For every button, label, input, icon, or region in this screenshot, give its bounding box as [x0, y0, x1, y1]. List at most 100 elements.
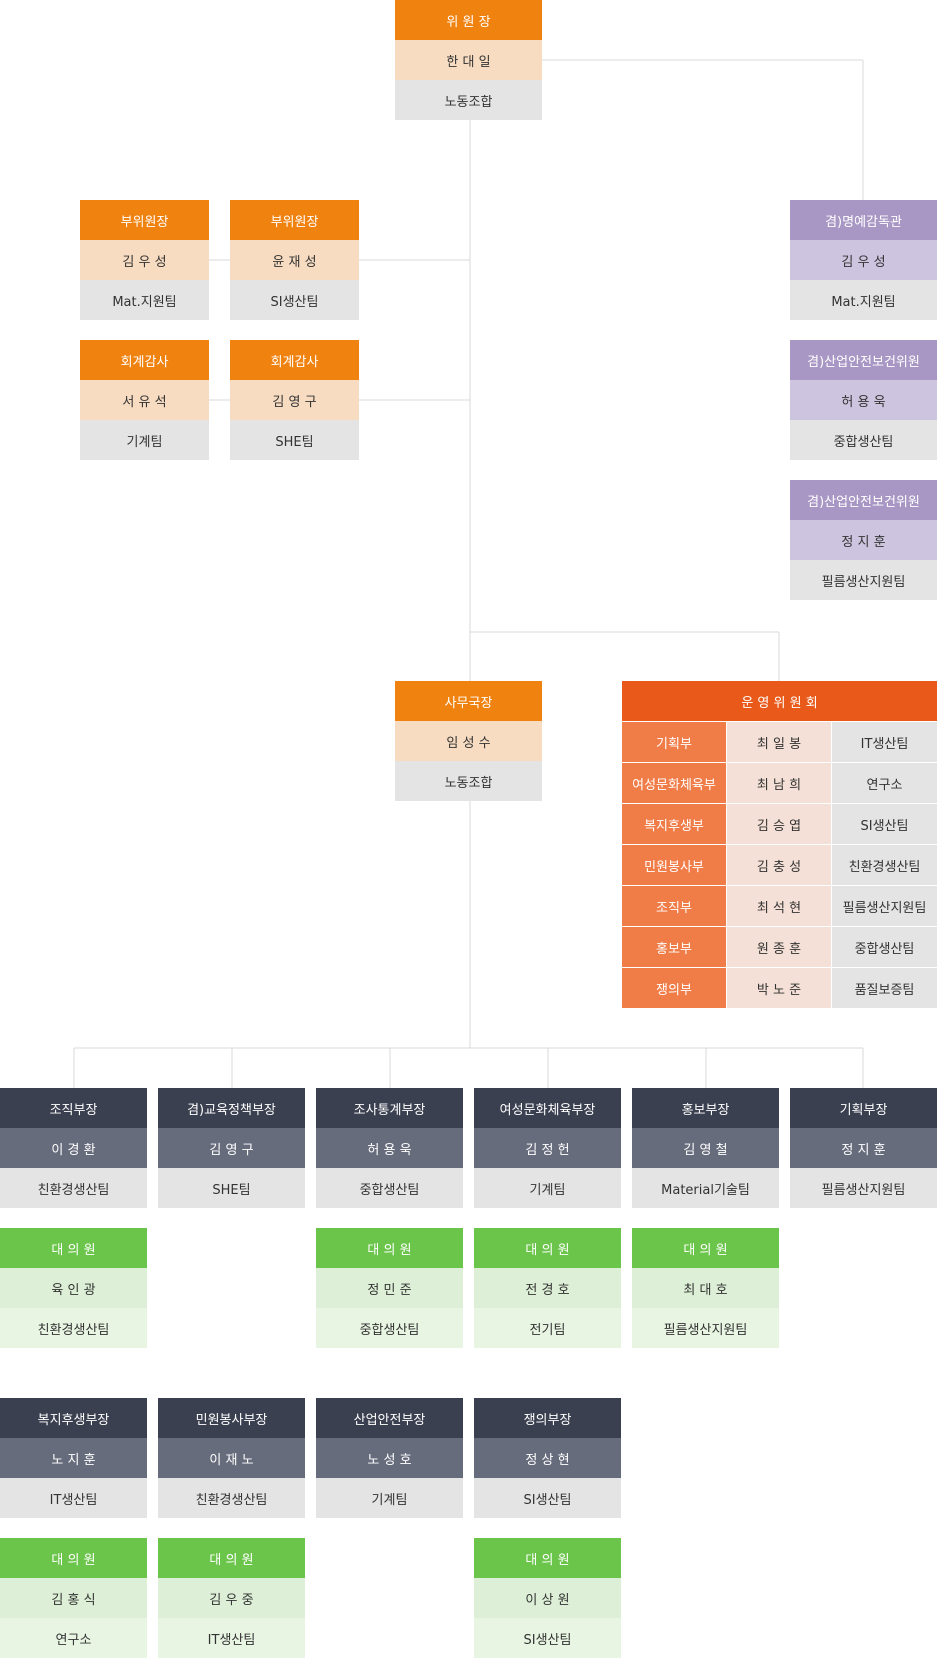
department-head-team: 기계팀: [316, 1478, 463, 1518]
delegate-name: 정 민 준: [316, 1268, 463, 1308]
vice-chair-team: Mat.지원팀: [80, 280, 209, 320]
department-head-team: SI생산팀: [474, 1478, 621, 1518]
vice-chair-team: SI생산팀: [230, 280, 359, 320]
committee-row: 쟁의부 박 노 준 품질보증팀: [622, 968, 937, 1008]
department-head-team: 필름생산지원팀: [790, 1168, 937, 1208]
delegate-name: 전 경 호: [474, 1268, 621, 1308]
delegate-title: 대 의 원: [0, 1538, 147, 1578]
department-head-name: 김 영 구: [158, 1128, 305, 1168]
delegate-team: 중합생산팀: [316, 1308, 463, 1348]
delegate-title: 대 의 원: [632, 1228, 779, 1268]
department-head-card: 민원봉사부장 이 재 노 친환경생산팀: [158, 1398, 305, 1518]
vice-chair-name: 윤 재 성: [230, 240, 359, 280]
department-head-title: 산업안전부장: [316, 1398, 463, 1438]
department-head-card: 겸)교육정책부장 김 영 구 SHE팀: [158, 1088, 305, 1208]
advisor-card: 겸)명예감독관 김 우 성 Mat.지원팀: [790, 200, 937, 320]
chairman-team: 노동조합: [395, 80, 542, 120]
auditor-team: 기계팀: [80, 420, 209, 460]
department-head-title: 민원봉사부장: [158, 1398, 305, 1438]
delegate-title: 대 의 원: [158, 1538, 305, 1578]
committee-row: 기획부 최 일 봉 IT생산팀: [622, 722, 937, 762]
committee-member-team: 필름생산지원팀: [832, 886, 937, 926]
committee-member-name: 김 승 엽: [727, 804, 831, 844]
committee-dept: 홍보부: [622, 927, 726, 967]
vice-chair-card: 부위원장 김 우 성 Mat.지원팀: [80, 200, 209, 320]
committee-dept: 민원봉사부: [622, 845, 726, 885]
department-head-name: 김 영 철: [632, 1128, 779, 1168]
department-head-team: 중합생산팀: [316, 1168, 463, 1208]
committee-member-team: 품질보증팀: [832, 968, 937, 1008]
delegate-title: 대 의 원: [474, 1538, 621, 1578]
secretary-general-team: 노동조합: [395, 761, 542, 801]
committee-member-name: 최 석 현: [727, 886, 831, 926]
delegate-team: 연구소: [0, 1618, 147, 1658]
department-head-team: 친환경생산팀: [0, 1168, 147, 1208]
delegate-card: 대 의 원 김 우 중 IT생산팀: [158, 1538, 305, 1658]
auditor-name: 김 영 구: [230, 380, 359, 420]
committee-row: 복지후생부 김 승 엽 SI생산팀: [622, 804, 937, 844]
vice-chair-name: 김 우 성: [80, 240, 209, 280]
advisor-name: 정 지 훈: [790, 520, 937, 560]
delegate-team: 전기팀: [474, 1308, 621, 1348]
advisor-name: 김 우 성: [790, 240, 937, 280]
advisor-name: 허 용 욱: [790, 380, 937, 420]
committee-row: 홍보부 원 종 훈 중합생산팀: [622, 927, 937, 967]
committee-dept: 조직부: [622, 886, 726, 926]
chairman-name: 한 대 일: [395, 40, 542, 80]
department-head-team: Material기술팀: [632, 1168, 779, 1208]
department-head-title: 복지후생부장: [0, 1398, 147, 1438]
operating-committee-table: 운 영 위 원 회 기획부 최 일 봉 IT생산팀 여성문화체육부 최 남 희 …: [622, 681, 937, 1008]
delegate-name: 육 인 광: [0, 1268, 147, 1308]
committee-member-team: 연구소: [832, 763, 937, 803]
department-head-title: 홍보부장: [632, 1088, 779, 1128]
committee-member-name: 최 남 희: [727, 763, 831, 803]
auditor-card: 회계감사 김 영 구 SHE팀: [230, 340, 359, 460]
vice-chair-title: 부위원장: [230, 200, 359, 240]
delegate-name: 이 상 원: [474, 1578, 621, 1618]
auditor-title: 회계감사: [230, 340, 359, 380]
chairman-title: 위 원 장: [395, 0, 542, 40]
department-head-team: IT생산팀: [0, 1478, 147, 1518]
delegate-title: 대 의 원: [474, 1228, 621, 1268]
delegate-name: 김 홍 식: [0, 1578, 147, 1618]
auditor-title: 회계감사: [80, 340, 209, 380]
committee-member-name: 박 노 준: [727, 968, 831, 1008]
delegate-card: 대 의 원 전 경 호 전기팀: [474, 1228, 621, 1348]
committee-member-name: 원 종 훈: [727, 927, 831, 967]
department-head-name: 노 지 훈: [0, 1438, 147, 1478]
department-head-title: 조사통계부장: [316, 1088, 463, 1128]
committee-member-name: 최 일 봉: [727, 722, 831, 762]
department-head-card: 기획부장 정 지 훈 필름생산지원팀: [790, 1088, 937, 1208]
committee-member-team: 친환경생산팀: [832, 845, 937, 885]
advisor-card: 겸)산업안전보건위원 허 용 욱 중합생산팀: [790, 340, 937, 460]
committee-row: 여성문화체육부 최 남 희 연구소: [622, 763, 937, 803]
delegate-team: IT생산팀: [158, 1618, 305, 1658]
department-head-card: 홍보부장 김 영 철 Material기술팀: [632, 1088, 779, 1208]
delegate-title: 대 의 원: [0, 1228, 147, 1268]
advisor-team: Mat.지원팀: [790, 280, 937, 320]
delegate-card: 대 의 원 육 인 광 친환경생산팀: [0, 1228, 147, 1348]
department-head-name: 허 용 욱: [316, 1128, 463, 1168]
committee-member-team: IT생산팀: [832, 722, 937, 762]
secretary-general-title: 사무국장: [395, 681, 542, 721]
delegate-card: 대 의 원 김 홍 식 연구소: [0, 1538, 147, 1658]
advisor-title: 겸)산업안전보건위원: [790, 480, 937, 520]
department-head-team: 기계팀: [474, 1168, 621, 1208]
vice-chair-title: 부위원장: [80, 200, 209, 240]
auditor-card: 회계감사 서 유 석 기계팀: [80, 340, 209, 460]
delegate-title: 대 의 원: [316, 1228, 463, 1268]
committee-dept: 기획부: [622, 722, 726, 762]
department-head-team: SHE팀: [158, 1168, 305, 1208]
committee-dept: 복지후생부: [622, 804, 726, 844]
department-head-card: 복지후생부장 노 지 훈 IT생산팀: [0, 1398, 147, 1518]
delegate-card: 대 의 원 정 민 준 중합생산팀: [316, 1228, 463, 1348]
committee-dept: 쟁의부: [622, 968, 726, 1008]
department-head-team: 친환경생산팀: [158, 1478, 305, 1518]
department-head-name: 노 성 호: [316, 1438, 463, 1478]
department-head-name: 정 상 현: [474, 1438, 621, 1478]
delegate-team: 필름생산지원팀: [632, 1308, 779, 1348]
committee-dept: 여성문화체육부: [622, 763, 726, 803]
secretary-general-name: 임 성 수: [395, 721, 542, 761]
department-head-name: 정 지 훈: [790, 1128, 937, 1168]
